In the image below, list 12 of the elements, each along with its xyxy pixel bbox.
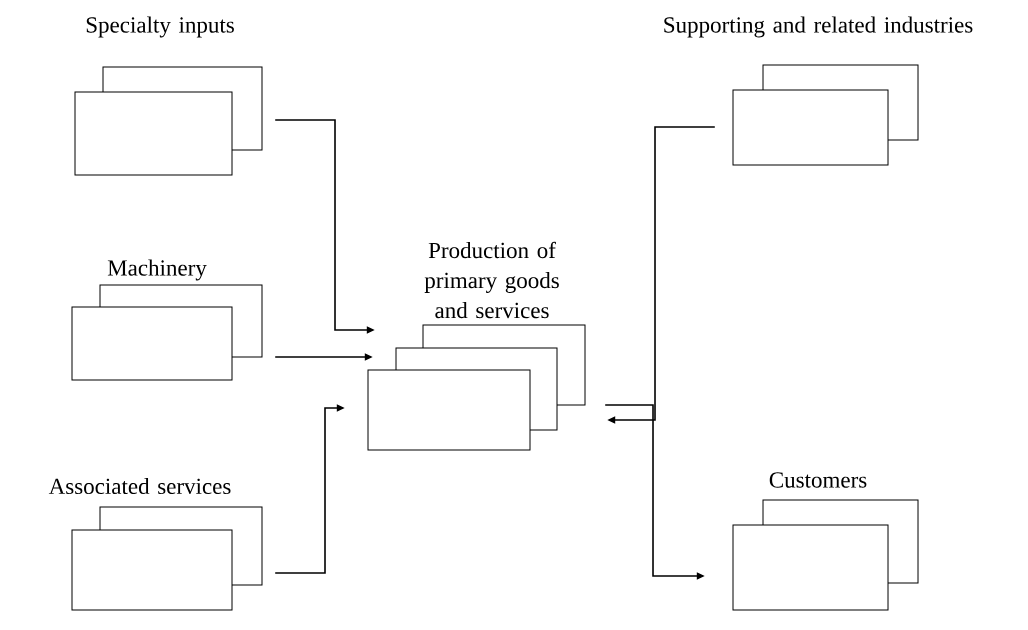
node-label: Production of primary goods and services: [424, 241, 559, 319]
stacked-boxes: Production of primary goods and services: [367, 241, 586, 451]
stacked-boxes: Associated services: [48, 477, 263, 611]
stacked-boxes: Specialty inputs: [74, 16, 263, 176]
node-label: Supporting and related industries: [664, 16, 973, 38]
stacked-boxes: Machinery: [71, 259, 263, 381]
node-label: Specialty inputs: [86, 16, 234, 38]
stacked-boxes: Customers: [732, 472, 919, 611]
node-label: Associated services: [48, 477, 231, 495]
node-label: Machinery: [107, 259, 207, 281]
stacked-boxes: Supporting and related industries: [664, 16, 973, 166]
node-label: Customers: [769, 472, 867, 488]
